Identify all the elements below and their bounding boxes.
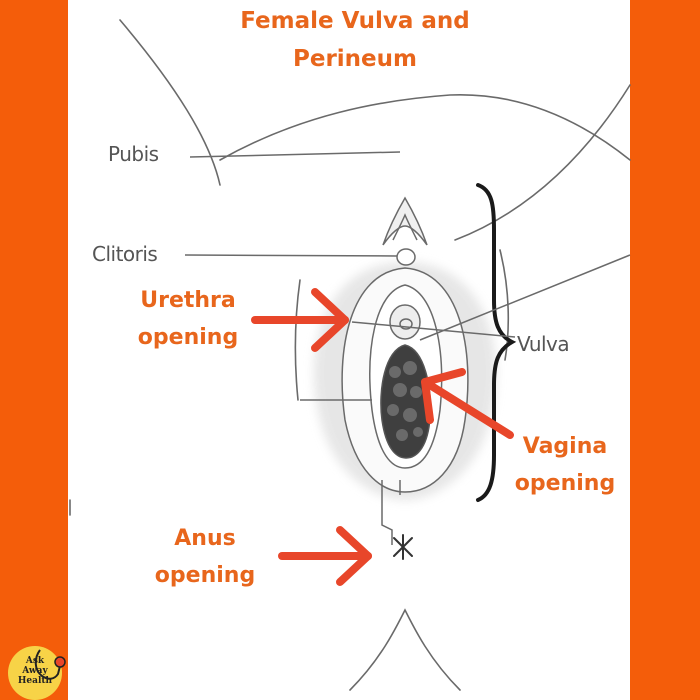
- vagina-opening-label: Vagina opening: [500, 428, 630, 502]
- urethra-label-line-1: Urethra: [140, 288, 236, 313]
- anus-mark: [393, 534, 413, 560]
- urethra-arrow: [251, 288, 349, 352]
- buttocks-contour: [349, 608, 461, 691]
- vagina-arrow: [421, 368, 514, 439]
- thigh-inner-left: [294, 279, 301, 401]
- anus-label-line-2: opening: [154, 563, 256, 588]
- mons-hood: [382, 196, 428, 246]
- diagram-title: Female Vulva and Perineum: [180, 2, 530, 78]
- left-orange-band: [0, 0, 68, 700]
- pubis-leader: [189, 151, 401, 158]
- logo-line-3: Health: [17, 676, 53, 686]
- vulva-leader-labia: [351, 321, 516, 338]
- thigh-contour-left: [119, 19, 221, 186]
- logo-line-2: Away: [22, 666, 48, 676]
- vulva-label: Vulva: [517, 332, 570, 356]
- urethra-opening-mark: [399, 318, 413, 330]
- urethra-ring: [389, 304, 421, 340]
- urethra-opening-label: Urethra opening: [118, 282, 258, 356]
- anus-label-line-1: Anus: [174, 526, 236, 551]
- vagina-label-line-2: opening: [514, 471, 616, 496]
- thigh-contour-right: [454, 84, 631, 241]
- vagina-label-line-1: Vagina: [522, 434, 608, 459]
- clitoris-glans: [396, 248, 416, 266]
- pubis-label: Pubis: [108, 142, 159, 166]
- title-line-1: Female Vulva and: [240, 8, 470, 34]
- vulva-brace: [476, 183, 517, 502]
- urethra-label-line-2: opening: [137, 325, 239, 350]
- right-orange-band: [630, 0, 700, 700]
- logo-text: Ask Away Health: [8, 656, 62, 686]
- logo-circle: [8, 646, 62, 700]
- mons-hood-inner: [392, 213, 418, 241]
- stethoscope-icon: [34, 649, 66, 680]
- abdomen-contour: [219, 94, 631, 161]
- clitoris-leader: [184, 254, 398, 257]
- thigh-inner-right: [499, 249, 510, 361]
- anus-opening-label: Anus opening: [140, 520, 270, 594]
- logo-line-1: Ask: [25, 656, 45, 666]
- anus-arrow: [278, 526, 372, 586]
- title-line-2: Perineum: [293, 46, 417, 72]
- vulva-leader-upper: [419, 254, 631, 341]
- perineum-line: [381, 480, 393, 545]
- clitoris-label: Clitoris: [92, 242, 158, 266]
- brand-logo: Ask Away Health: [0, 640, 76, 700]
